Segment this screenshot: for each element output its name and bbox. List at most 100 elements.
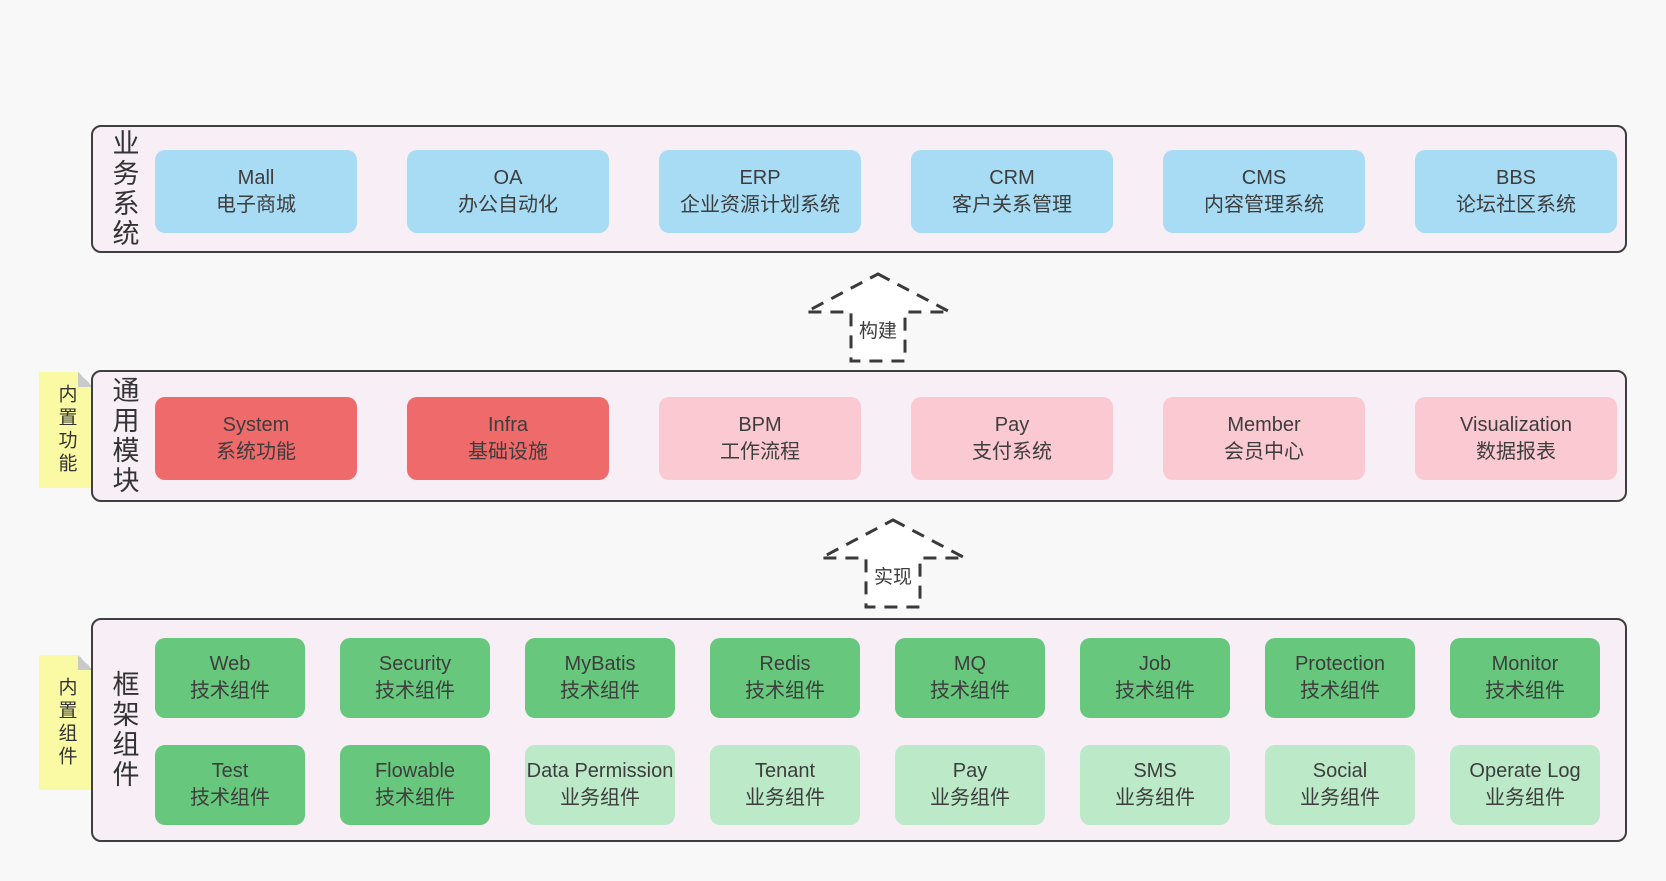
box-tenant: Tenant 业务组件: [710, 745, 860, 825]
box-title: Tenant: [754, 760, 816, 782]
box-erp: ERP 企业资源计划系统: [659, 150, 861, 233]
box-subtitle: 技术组件: [560, 680, 640, 702]
box-subtitle: 基础设施: [468, 440, 548, 463]
panel-business-systems: 业务系统 Mall 电子商城 OA 办公自动化 ERP 企业资源计划系统 CRM…: [91, 125, 1627, 253]
box-oa: OA 办公自动化: [407, 150, 609, 233]
box-monitor: Monitor 技术组件: [1450, 638, 1600, 718]
box-title: Pay: [952, 760, 988, 782]
box-title: Data Permission: [526, 760, 674, 782]
box-subtitle: 技术组件: [1300, 680, 1380, 702]
box-subtitle: 电子商城: [216, 193, 296, 216]
box-subtitle: 数据报表: [1476, 440, 1556, 463]
box-title: Flowable: [374, 760, 456, 782]
box-test: Test 技术组件: [155, 745, 305, 825]
box-pay: Pay 支付系统: [911, 397, 1113, 480]
box-title: MQ: [953, 653, 987, 675]
box-title: Redis: [759, 653, 811, 675]
framework-components-row-1: Web 技术组件 Security 技术组件 MyBatis 技术组件 Redi…: [155, 638, 1600, 718]
box-title: SMS: [1133, 760, 1177, 782]
box-data-permission: Data Permission 业务组件: [525, 745, 675, 825]
box-subtitle: 业务组件: [745, 787, 825, 809]
box-subtitle: 办公自动化: [458, 193, 558, 216]
box-crm: CRM 客户关系管理: [911, 150, 1113, 233]
sticky-built-in-features: 内置功能: [39, 372, 93, 488]
box-subtitle: 业务组件: [1115, 787, 1195, 809]
box-operate-log: Operate Log 业务组件: [1450, 745, 1600, 825]
box-title: BPM: [738, 413, 782, 436]
box-mq: MQ 技术组件: [895, 638, 1045, 718]
panel-common-modules-label: 通用模块: [108, 376, 139, 496]
box-subtitle: 技术组件: [190, 680, 270, 702]
box-title: Test: [211, 760, 249, 782]
box-visualization: Visualization 数据报表: [1415, 397, 1617, 480]
box-title: Job: [1138, 653, 1172, 675]
box-title: Pay: [994, 413, 1030, 436]
box-mybatis: MyBatis 技术组件: [525, 638, 675, 718]
box-subtitle: 系统功能: [216, 440, 296, 463]
box-social: Social 业务组件: [1265, 745, 1415, 825]
box-member: Member 会员中心: [1163, 397, 1365, 480]
arrow-implement: 实现: [818, 518, 968, 610]
box-subtitle: 业务组件: [930, 787, 1010, 809]
box-subtitle: 工作流程: [720, 440, 800, 463]
box-subtitle: 技术组件: [930, 680, 1010, 702]
box-bbs: BBS 论坛社区系统: [1415, 150, 1617, 233]
arrow-build-label: 构建: [858, 321, 897, 342]
business-systems-row: Mall 电子商城 OA 办公自动化 ERP 企业资源计划系统 CRM 客户关系…: [155, 150, 1617, 233]
arrow-implement-label: 实现: [873, 567, 912, 588]
sticky-built-in-components: 内置组件: [39, 655, 93, 790]
panel-common-modules: 通用模块 System 系统功能 Infra 基础设施 BPM 工作流程 Pay…: [91, 370, 1627, 502]
box-sms: SMS 业务组件: [1080, 745, 1230, 825]
box-title: OA: [493, 166, 523, 189]
box-protection: Protection 技术组件: [1265, 638, 1415, 718]
box-subtitle: 技术组件: [1485, 680, 1565, 702]
box-title: CRM: [989, 166, 1035, 189]
box-subtitle: 技术组件: [375, 680, 455, 702]
box-subtitle: 技术组件: [745, 680, 825, 702]
box-subtitle: 业务组件: [1300, 787, 1380, 809]
up-arrow-icon: [820, 518, 966, 609]
box-security: Security 技术组件: [340, 638, 490, 718]
box-subtitle: 论坛社区系统: [1456, 193, 1576, 216]
panel-business-systems-label: 业务系统: [108, 129, 139, 249]
box-infra: Infra 基础设施: [407, 397, 609, 480]
box-title: Security: [378, 653, 452, 675]
box-mall: Mall 电子商城: [155, 150, 357, 233]
box-subtitle: 企业资源计划系统: [680, 193, 840, 216]
box-title: System: [222, 413, 290, 436]
box-title: Visualization: [1460, 413, 1572, 436]
panel-framework-components-label: 框架组件: [108, 670, 139, 790]
box-title: Monitor: [1491, 653, 1559, 675]
box-title: Infra: [487, 413, 529, 436]
box-title: ERP: [739, 166, 781, 189]
box-title: Operate Log: [1469, 760, 1581, 782]
box-subtitle: 技术组件: [1115, 680, 1195, 702]
box-title: CMS: [1241, 166, 1287, 189]
box-cms: CMS 内容管理系统: [1163, 150, 1365, 233]
up-arrow-icon: [805, 272, 951, 363]
box-job: Job 技术组件: [1080, 638, 1230, 718]
box-subtitle: 业务组件: [560, 787, 640, 809]
box-bpm: BPM 工作流程: [659, 397, 861, 480]
framework-components-row-2: Test 技术组件 Flowable 技术组件 Data Permission …: [155, 745, 1600, 825]
box-subtitle: 技术组件: [190, 787, 270, 809]
arrow-build: 构建: [803, 272, 953, 364]
box-subtitle: 业务组件: [1485, 787, 1565, 809]
box-title: Member: [1227, 413, 1301, 436]
box-title: Social: [1312, 760, 1368, 782]
box-flowable: Flowable 技术组件: [340, 745, 490, 825]
box-web: Web 技术组件: [155, 638, 305, 718]
box-redis: Redis 技术组件: [710, 638, 860, 718]
box-system: System 系统功能: [155, 397, 357, 480]
box-subtitle: 技术组件: [375, 787, 455, 809]
box-subtitle: 会员中心: [1224, 440, 1304, 463]
box-subtitle: 支付系统: [972, 440, 1052, 463]
box-title: MyBatis: [564, 653, 636, 675]
box-title: Protection: [1294, 653, 1386, 675]
common-modules-row: System 系统功能 Infra 基础设施 BPM 工作流程 Pay 支付系统…: [155, 397, 1617, 480]
box-title: Mall: [237, 166, 275, 189]
panel-framework-components: 框架组件 Web 技术组件 Security 技术组件 MyBatis 技术组件…: [91, 618, 1627, 842]
box-subtitle: 客户关系管理: [952, 193, 1072, 216]
box-pay-business: Pay 业务组件: [895, 745, 1045, 825]
